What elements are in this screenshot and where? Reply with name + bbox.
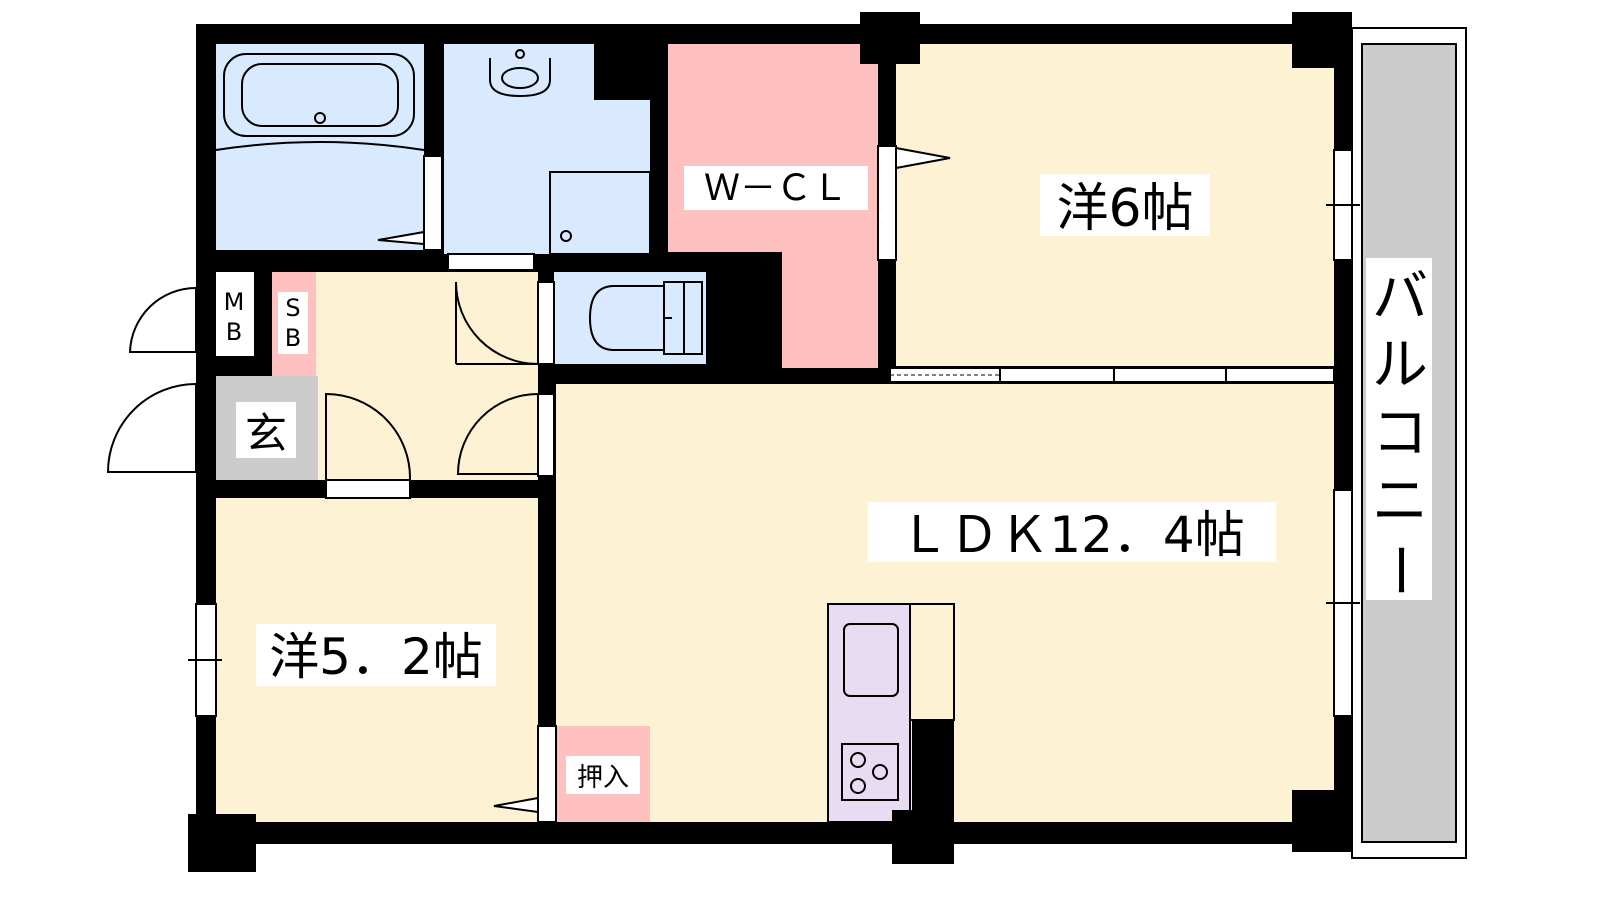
pillar-bottom-left [188,814,256,872]
label-wcl: Ｗ－ＣＬ [704,168,848,209]
refrigerator-pillar [912,720,954,822]
room52-door-opening [325,479,411,499]
label-oshiire: 押入 [577,763,629,793]
toilet-side-block [706,254,782,366]
label-sb-2: B [285,324,301,352]
label-balcony-4: ニ [1372,469,1428,534]
label-balcony-2: ル [1372,333,1428,398]
burner-1 [850,752,866,768]
bath-step [215,141,425,151]
pillar-bottom-right [1292,790,1352,852]
ldk-door-swing [456,393,539,475]
toilet-bowl [588,285,665,351]
stove [841,743,899,801]
bath-door-opening [423,155,443,251]
label-western-52: 洋5．2帖 [269,628,483,686]
pillar-top-mid [860,12,920,64]
toilet-door-swing [455,281,539,365]
bathtub-drain [314,112,326,124]
toilet-room [554,272,706,364]
label-genkan: 玄 [245,409,287,458]
pillar-top-right [1292,12,1352,68]
bathtub [223,53,415,137]
kitchen-sink [843,623,899,697]
label-balcony-5: ー [1366,542,1431,598]
kitchen-back-counter [909,603,955,721]
room52-door-swing [325,392,412,481]
label-sb-1: S [285,294,300,322]
label-mb-2: B [226,318,242,346]
meter-box [216,272,254,356]
label-ldk: ＬＤＫ12．4帖 [899,506,1244,564]
label-mb-1: M [224,288,245,316]
closet-door-opening [537,725,557,823]
washing-machine-pan [549,171,651,255]
wcl-door-opening [877,145,897,261]
mb-door-swing [128,286,197,353]
label-balcony-3: コ [1372,401,1428,466]
washbasin [489,58,551,98]
label-western-6: 洋6帖 [1056,179,1193,239]
burner-2 [872,764,888,780]
entrance-door-swing [106,382,197,473]
label-balcony-1: バ [1372,265,1428,330]
toilet-door-opening [537,281,555,365]
pillar-bottom-mid [892,810,954,864]
ldk-door-opening [537,393,555,477]
bathtub-inner [241,63,399,127]
burner-3 [850,778,866,794]
bathroom [216,44,424,250]
washroom-door-opening [447,253,535,271]
washroom-notch [594,44,650,100]
